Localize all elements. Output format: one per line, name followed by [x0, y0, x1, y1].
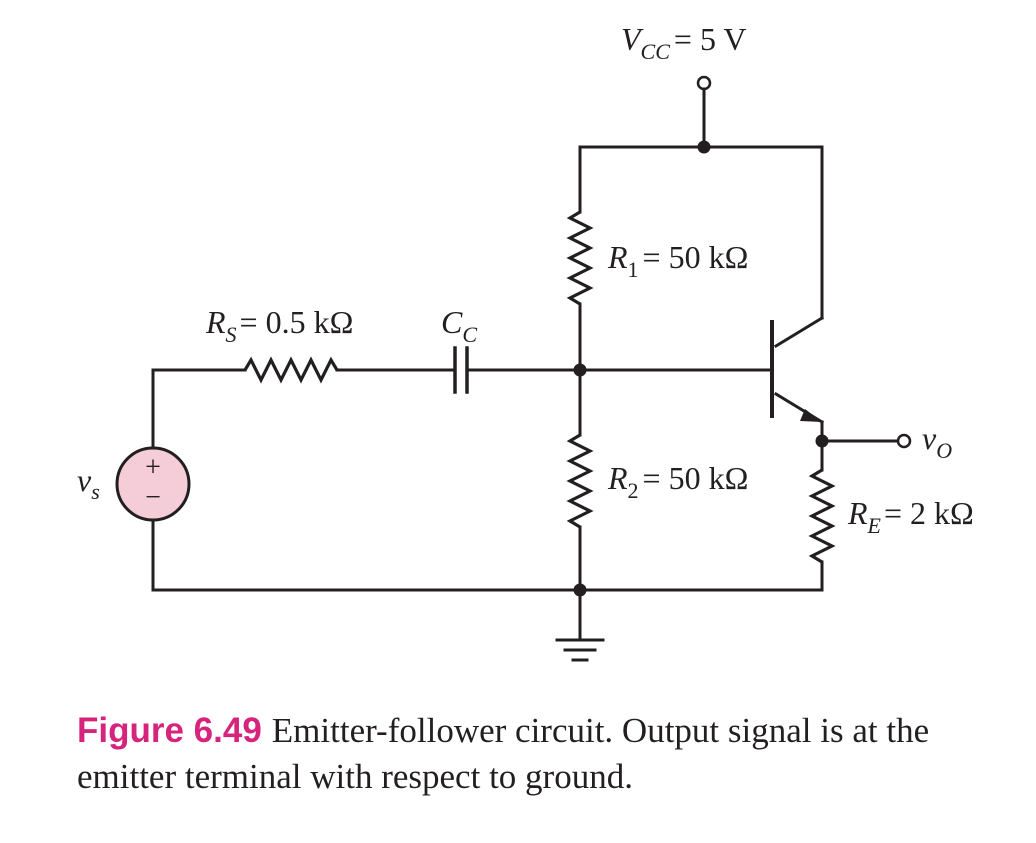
emitter-follower-circuit-diagram: + − VCC= 5 V R1= 50 kΩ R2= 50 kΩ RS= 0.5…	[77, 21, 974, 662]
cc-label-main: C	[441, 304, 463, 340]
rs-label-main: R	[205, 304, 226, 340]
vcc-terminal	[696, 75, 712, 91]
vs-label: vs	[77, 462, 100, 504]
vo-label: vO	[922, 420, 952, 463]
resistor-rs	[243, 356, 339, 384]
voltage-source	[115, 446, 191, 522]
r2-label-sub: 2	[628, 478, 639, 503]
re-label-main: R	[847, 495, 868, 531]
vs-label-sub: s	[91, 479, 100, 504]
r2-label-main: R	[607, 460, 628, 496]
resistor-re	[808, 468, 836, 564]
node-vcc	[697, 140, 711, 154]
r1-label-sub: 1	[628, 257, 639, 282]
re-label: RE= 2 kΩ	[847, 495, 974, 538]
vs-label-main: v	[77, 462, 92, 498]
cc-label-sub: C	[462, 322, 477, 347]
wire-collector	[773, 315, 825, 349]
r1-label-main: R	[607, 239, 628, 275]
rs-label: RS= 0.5 kΩ	[205, 304, 353, 347]
figure-caption-text: Emitter-follower circuit. Output signal …	[77, 711, 930, 796]
r1-label-value: = 50 kΩ	[643, 239, 749, 275]
source-plus-sign: +	[145, 452, 161, 483]
vcc-label-main: V	[621, 21, 644, 57]
cc-label: CC	[441, 304, 477, 347]
rs-label-sub: S	[226, 322, 237, 347]
figure-number: Figure 6.49	[77, 711, 262, 750]
vo-label-sub: O	[936, 438, 952, 463]
r1-label: R1= 50 kΩ	[607, 239, 748, 282]
source-minus-sign: −	[145, 482, 161, 513]
re-label-sub: E	[867, 513, 882, 538]
resistor-r1	[566, 210, 594, 306]
vcc-label: VCC= 5 V	[621, 21, 746, 64]
vo-terminal	[896, 433, 912, 449]
r2-label-value: = 50 kΩ	[643, 460, 749, 496]
rs-label-value: = 0.5 kΩ	[240, 304, 354, 340]
vo-label-main: v	[922, 420, 937, 456]
resistor-r2	[566, 433, 594, 529]
emitter-arrow-icon	[800, 409, 822, 422]
vcc-label-sub: CC	[641, 39, 671, 64]
r2-label: R2= 50 kΩ	[607, 460, 748, 503]
vcc-label-value: = 5 V	[674, 21, 747, 57]
re-label-value: = 2 kΩ	[884, 495, 974, 531]
